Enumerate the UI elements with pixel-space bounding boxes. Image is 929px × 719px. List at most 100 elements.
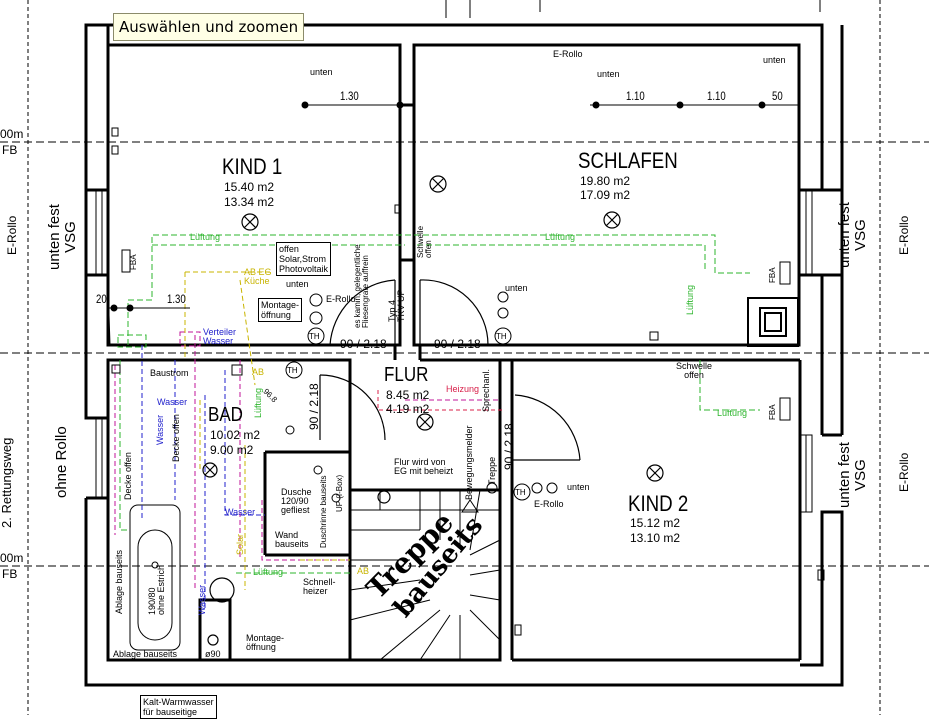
light-markers	[202, 175, 664, 646]
window-note-ohne-rollo: ohne Rollo	[53, 426, 70, 498]
baustrom-label: Baustrom	[150, 368, 189, 378]
dusche-label: Dusche 120/90 gefliest	[281, 487, 312, 515]
erollo-margin-right: E-Rollo	[897, 452, 911, 492]
ablage-label: Ablage bauseits	[113, 649, 178, 659]
dim-label: 1.30	[340, 89, 359, 103]
solar-lines	[184, 271, 350, 590]
dim-label: 50	[772, 89, 783, 103]
th-label: TH	[496, 332, 507, 341]
duschrinne-label: Duschrinne bauseits	[319, 475, 328, 548]
unten-label: unten	[286, 279, 309, 289]
th-label: TH	[515, 488, 526, 497]
lueftung-label: Lüftung	[253, 567, 284, 577]
room-name-kind2: KIND 2	[628, 491, 689, 516]
unten-label: unten	[597, 69, 620, 79]
ablage-label: Ablage bauseits	[114, 549, 124, 614]
lueftung-label: Lüftung	[717, 408, 748, 418]
unten-label: unten	[310, 67, 333, 77]
chimney	[747, 297, 799, 347]
lueftung-label: Lüftung	[545, 232, 576, 242]
wasser-lines	[141, 345, 265, 610]
dim-label: 1.30	[167, 292, 186, 306]
up-box-label: UP (I-Box)	[335, 474, 344, 512]
room-area1-bad: 10.02 m2	[210, 428, 261, 442]
sprechanl-label: Sprechanl.	[481, 368, 491, 412]
room-area1-schlafen: 19.80 m2	[580, 174, 631, 188]
door-dim-label: 90 / 2.18	[340, 337, 387, 351]
solar-label: Solar	[235, 533, 245, 555]
decke-offen-label: Decke offen	[171, 414, 181, 462]
margin-fb-label: FB	[2, 567, 18, 581]
montage-note: Montage- öffnung	[258, 298, 303, 322]
wasser-label: Wasser	[155, 414, 165, 445]
room-name-bad: BAD	[208, 404, 243, 426]
erollo-label: E-Rollo	[326, 294, 356, 304]
elektro-lines	[114, 331, 500, 590]
window-note-right-bottom: unten fest VSG	[836, 442, 869, 508]
window-note-left: unten fest VSG	[46, 204, 79, 270]
windows	[95, 189, 813, 513]
fba-label: FBA	[768, 404, 777, 420]
ab-eg-note: AB EG Küche	[244, 267, 272, 286]
fba-label: FBA	[768, 267, 777, 283]
verteiler-note: Verteiler Wasser	[203, 327, 237, 346]
room-area2-bad: 9.00 m2	[210, 443, 254, 457]
th-label: TH	[287, 366, 298, 375]
stairs	[349, 489, 501, 661]
bathtub	[129, 504, 181, 651]
typ-label: Typ 4 TKV UP	[387, 289, 406, 322]
erollo-margin-right: E-Rollo	[897, 215, 911, 255]
schwelle-label: Schwelle offen	[676, 361, 713, 380]
door-dim-label: 90 / 2.18	[434, 337, 481, 351]
diameter-label: ø90	[205, 649, 221, 659]
schnellheizer-label: Schnell- heizer	[303, 577, 336, 596]
wasser-label: Wasser	[157, 397, 188, 407]
dim-label: 1.10	[626, 89, 645, 103]
lueftung-label: Lüftung	[685, 284, 695, 315]
room-area2-schlafen: 17.09 m2	[580, 188, 631, 202]
door-dim-label: 90 / 2.18	[502, 423, 516, 470]
unten-label: unten	[763, 55, 786, 65]
flur-heating-note: Flur wird von EG mit beheizt	[394, 457, 454, 476]
room-area2-kind2: 13.10 m2	[630, 531, 681, 545]
door-swings	[319, 279, 581, 461]
room-name-flur: FLUR	[384, 364, 429, 386]
dim-label: 20	[96, 292, 107, 306]
wand-label: Wand bauseits	[275, 530, 309, 549]
decke-offen-label: Decke offen	[123, 452, 133, 500]
door-dim-label: 90 / 2.18	[307, 383, 321, 430]
room-area2-flur: 4.19 m2	[386, 402, 430, 416]
bewegung-label: Bewegungsmelder	[464, 425, 474, 500]
room-name-schlafen: SCHLAFEN	[578, 148, 678, 173]
margin-height-label: 00m	[0, 127, 24, 141]
margin-fb-label: FB	[2, 143, 18, 157]
erollo-label: E-Rollo	[534, 499, 564, 509]
ab-label: AB	[357, 566, 370, 576]
heizung-label: Heizung	[446, 384, 480, 394]
zoom-tooltip: Auswählen und zoomen	[113, 13, 305, 41]
th-label: TH	[309, 332, 320, 341]
rettungsweg-label: 2. Rettungsweg	[0, 437, 14, 528]
margin-height-label: 00m	[0, 551, 24, 565]
ab-label: AB	[252, 367, 265, 377]
unten-label: unten	[567, 482, 590, 492]
fba-label: FBA	[129, 254, 138, 270]
switch-symbols	[111, 127, 825, 636]
lueftung-label: Lüftung	[253, 387, 263, 418]
schwelle-label: Schwelle offen	[416, 225, 433, 258]
lueftung-label: Lüftung	[190, 232, 221, 242]
montage-note: Montage- öffnung	[246, 633, 285, 652]
dim-label: 1.10	[707, 89, 726, 103]
room-area1-kind2: 15.12 m2	[630, 516, 681, 530]
solar-note: offen Solar,Strom Photovoltaik	[276, 242, 332, 276]
unten-label: unten	[505, 283, 528, 293]
wasser-label: Wasser	[225, 507, 256, 517]
erollo-margin-left: E-Rollo	[5, 215, 19, 255]
wanne-label: 190/80 ohne Estrich	[147, 564, 166, 615]
room-area2-kind1: 13.34 m2	[224, 195, 275, 209]
kamin-note: es kamin, gelegentliche Fliesengrate auf…	[353, 244, 370, 328]
dimension-lines	[108, 101, 799, 312]
erollo-label: E-Rollo	[553, 49, 583, 59]
